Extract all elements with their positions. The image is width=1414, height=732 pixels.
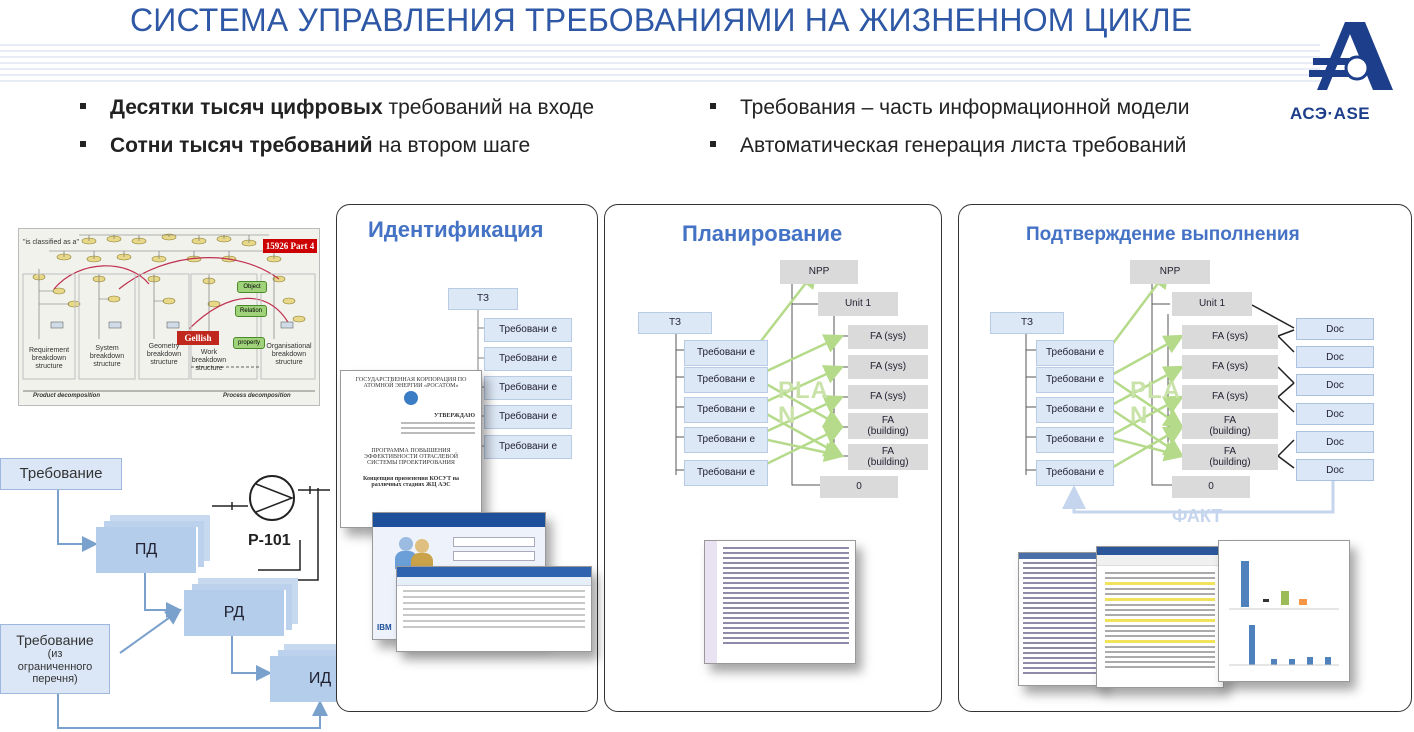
iso15926-tree-graphic — [19, 229, 319, 405]
panel2-fa-3: FA (sys) — [848, 385, 928, 409]
panel3-doc-5: Doc — [1296, 431, 1374, 453]
panel3-doc-6: Doc — [1296, 459, 1374, 481]
panel3-list-image — [1018, 552, 1102, 686]
panel3-fa-1: FA (sys) — [1182, 325, 1278, 349]
bullet-left-2: Сотни тысяч требований на втором шаге — [80, 134, 530, 158]
header-stripes — [0, 44, 1320, 86]
panel3-chart-image — [1218, 540, 1350, 682]
panel3-plan-label: PLAN — [1130, 378, 1190, 428]
iso-process-decomposition: Process decomposition — [223, 393, 291, 399]
iso-product-decomposition: Product decomposition — [33, 393, 100, 399]
panel2-plan-label: PLAN — [778, 378, 838, 428]
pump-label: P-101 — [248, 532, 291, 550]
panel-identification-title: Идентификация — [368, 217, 544, 243]
panel1-req-1: Требовани е — [484, 318, 572, 342]
panel3-req-1: Требовани е — [1036, 340, 1114, 366]
panel3-npp: NPP — [1130, 260, 1210, 284]
panel3-tz: ТЗ — [990, 312, 1064, 334]
panel2-req-5: Требовани е — [684, 460, 768, 486]
panel3-req-3: Требовани е — [1036, 397, 1114, 423]
ibm-label: IBM — [377, 623, 392, 632]
bullet-left-1: Десятки тысяч цифровых требований на вхо… — [80, 96, 594, 120]
panel1-req-4: Требовани е — [484, 405, 572, 429]
panel3-fa-2: FA (sys) — [1182, 355, 1278, 379]
iso-object-box: Object — [237, 281, 267, 293]
panel1-req-2: Требовани е — [484, 347, 572, 371]
panel1-tz: ТЗ — [448, 288, 518, 310]
flow-requirement-2: Требование (из ограниченного перечня) — [0, 624, 110, 694]
panel2-req-2: Требовани е — [684, 367, 768, 393]
panel3-fa-5: FA (building) — [1182, 444, 1278, 470]
panel3-chart-thumbnail — [1219, 541, 1349, 681]
pd-document: ПД — [96, 527, 198, 573]
panel3-req-4: Требовани е — [1036, 427, 1114, 453]
panel2-req-1: Требовани е — [684, 340, 768, 366]
panel1-doc-approve: УТВЕРЖДАЮ — [341, 413, 475, 419]
pump-icon — [250, 476, 294, 520]
logo-text: АСЭ·ASE — [1290, 104, 1370, 124]
rosatom-logo-icon — [404, 391, 418, 405]
panel2-fa-1: FA (sys) — [848, 325, 928, 349]
panel3-zero: 0 — [1172, 476, 1250, 498]
flow-req2-line-2: (из — [48, 648, 63, 661]
panel-planning-title: Планирование — [682, 221, 842, 247]
iso-col-4: Work breakdown structure — [187, 349, 231, 373]
iso-badge: 15926 Part 4 — [263, 239, 317, 253]
panel1-req-3: Требовани е — [484, 376, 572, 400]
panel-confirmation-title: Подтверждение выполнения — [1026, 224, 1300, 246]
flow-requirement-1: Требование — [0, 458, 122, 490]
panel2-req-3: Требовани е — [684, 397, 768, 423]
panel2-unit: Unit 1 — [818, 292, 898, 316]
panel3-doc-1: Doc — [1296, 318, 1374, 340]
panel1-table-window — [396, 566, 592, 652]
panel2-fa-2: FA (sys) — [848, 355, 928, 379]
panel3-doc-3: Doc — [1296, 374, 1374, 396]
panel3-req-5: Требовани е — [1036, 460, 1114, 486]
panel2-tz: ТЗ — [638, 312, 712, 334]
iso15926-diagram: 15926 Part 4 "is classified as a" Object… — [18, 228, 320, 406]
iso-property-box: property — [233, 337, 265, 349]
panel1-doc-header: ГОСУДАРСТВЕННАЯ КОРПОРАЦИЯ ПО АТОМНОЙ ЭН… — [345, 377, 477, 389]
panel1-req-5: Требовани е — [484, 435, 572, 459]
iso-col-2: System breakdown structure — [81, 345, 133, 369]
iso-relation-box: Relation — [235, 305, 267, 317]
panel3-fact-label: ФАКТ — [1172, 506, 1222, 527]
panel2-fa-4: FA (building) — [848, 413, 928, 439]
iso-col-5: Organisational breakdown structure — [263, 343, 315, 367]
iso-col-1: Requirement breakdown structure — [25, 347, 73, 371]
page-title: СИСТЕМА УПРАВЛЕНИЯ ТРЕБОВАНИЯМИ НА ЖИЗНЕ… — [130, 2, 1192, 39]
iso-col-3: Geometry breakdown structure — [139, 343, 189, 367]
panel2-fa-5: FA (building) — [848, 444, 928, 470]
panel3-unit: Unit 1 — [1172, 292, 1252, 316]
panel1-document-image: ГОСУДАРСТВЕННАЯ КОРПОРАЦИЯ ПО АТОМНОЙ ЭН… — [340, 370, 482, 528]
panel3-doc-2: Doc — [1296, 346, 1374, 368]
panel3-req-2: Требовани е — [1036, 367, 1114, 393]
flow-req2-line-3: ограниченного — [18, 661, 93, 674]
panel2-req-4: Требовани е — [684, 427, 768, 453]
panel3-fa-4: FA (building) — [1182, 413, 1278, 439]
panel2-zero: 0 — [820, 476, 898, 498]
panel2-npp: NPP — [780, 260, 858, 284]
flow-req2-line-4: перечня) — [32, 673, 77, 686]
bullet-right-1: Требования – часть информационной модели — [710, 96, 1189, 120]
panel3-document-image — [1096, 546, 1224, 688]
panel3-doc-4: Doc — [1296, 403, 1374, 425]
panel1-doc-body: ПРОГРАММА ПОВЫШЕНИЯ ЭФФЕКТИВНОСТИ ОТРАСЛ… — [349, 448, 473, 466]
panel2-connectors — [604, 250, 940, 510]
iso-classified-label: "is classified as a" — [23, 239, 79, 246]
panel1-doc-concept: Концепция применения КОСУТ на различных … — [353, 476, 469, 488]
flow-req2-line-1: Требование — [16, 632, 93, 648]
rd-document: РД — [184, 590, 286, 636]
bullet-right-2: Автоматическая генерация листа требовани… — [710, 134, 1186, 158]
panel2-requirements-list-image — [704, 540, 856, 664]
panel3-fa-3: FA (sys) — [1182, 385, 1278, 409]
ase-logo-icon — [1305, 20, 1395, 92]
